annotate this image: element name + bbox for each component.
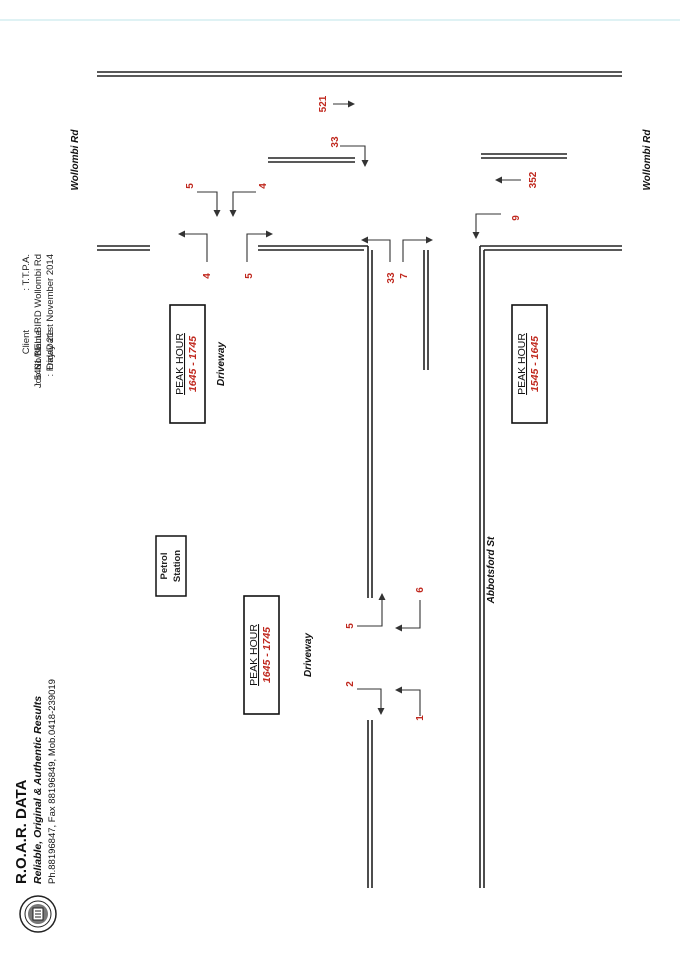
peak-hour-box-2: PEAK HOUR 1645 - 1745 [243, 595, 280, 715]
count-drive2-in-a: 2 [345, 681, 356, 687]
driveway-label-top: Driveway [216, 342, 227, 386]
peak-hour-box-1: PEAK HOUR 1645 - 1745 [169, 304, 206, 424]
client-label: Client [21, 330, 32, 355]
peak-heading-3: PEAK HOUR [516, 333, 528, 395]
job-label: Job No/Name [33, 330, 44, 388]
driveway-label-bottom: Driveway [303, 633, 314, 677]
count-drive1-in-a: 5 [185, 183, 196, 189]
brand-name: R.O.A.R. DATA [13, 779, 30, 884]
client-value: : T.T.P.A. [21, 254, 32, 291]
count-wollombi-left-a: 33 [330, 136, 341, 148]
abbotsford-st-label: Abbotsford St [486, 536, 497, 604]
turn-counts: 521 33 352 9 4 5 5 4 33 7 2 1 5 6 [185, 95, 539, 721]
count-drive1-out-right: 5 [244, 273, 255, 279]
count-abbotsford-right: 7 [399, 273, 410, 279]
brand-contact: Ph.88196847, Fax 88196849, Mob.0418-2390… [47, 679, 58, 884]
peak-time-3: 1545 - 1645 [529, 336, 541, 392]
wollombi-rd-label-right: Wollombi Rd [642, 129, 653, 191]
count-wollombi-thru-b: 352 [528, 171, 539, 188]
peak-time-1: 1645 - 1745 [187, 336, 199, 392]
petrol-station-box: Petrol Station [155, 535, 187, 597]
petrol-label-1: Petrol [159, 553, 170, 580]
brand-logo [19, 895, 57, 933]
turn-arrows [178, 100, 521, 716]
date-value: : Friday 21st November 2014 [45, 254, 56, 377]
peak-time-2: 1645 - 1745 [261, 627, 273, 683]
count-wollombi-right-b: 9 [511, 215, 522, 221]
petrol-label-2: Station [172, 550, 183, 582]
count-abbotsford-left: 33 [386, 272, 397, 284]
job-info: Client Job No/Name Day/Date : T.T.P.A. :… [21, 254, 56, 388]
peak-heading-2: PEAK HOUR [248, 624, 260, 686]
count-drive2-out-b: 6 [415, 587, 426, 593]
date-label: Day/Date [45, 330, 56, 370]
peak-hour-box-3: PEAK HOUR 1545 - 1645 [511, 304, 548, 424]
count-drive2-out-a: 1 [415, 715, 426, 721]
count-drive1-in-b: 4 [258, 183, 269, 189]
road-lines [97, 71, 622, 888]
count-drive1-out-left: 4 [202, 273, 213, 279]
job-value: : 5461 BELLBIRD Wollombi Rd [33, 254, 44, 385]
count-drive2-in-b: 5 [345, 623, 356, 629]
count-wollombi-thru-a: 521 [318, 95, 329, 112]
wollombi-rd-label-top: Wollombi Rd [70, 129, 81, 191]
peak-heading-1: PEAK HOUR [174, 333, 186, 395]
brand-tagline: Reliable, Original & Authentic Results [32, 696, 44, 884]
brand-block: R.O.A.R. DATA Reliable, Original & Authe… [13, 679, 58, 933]
